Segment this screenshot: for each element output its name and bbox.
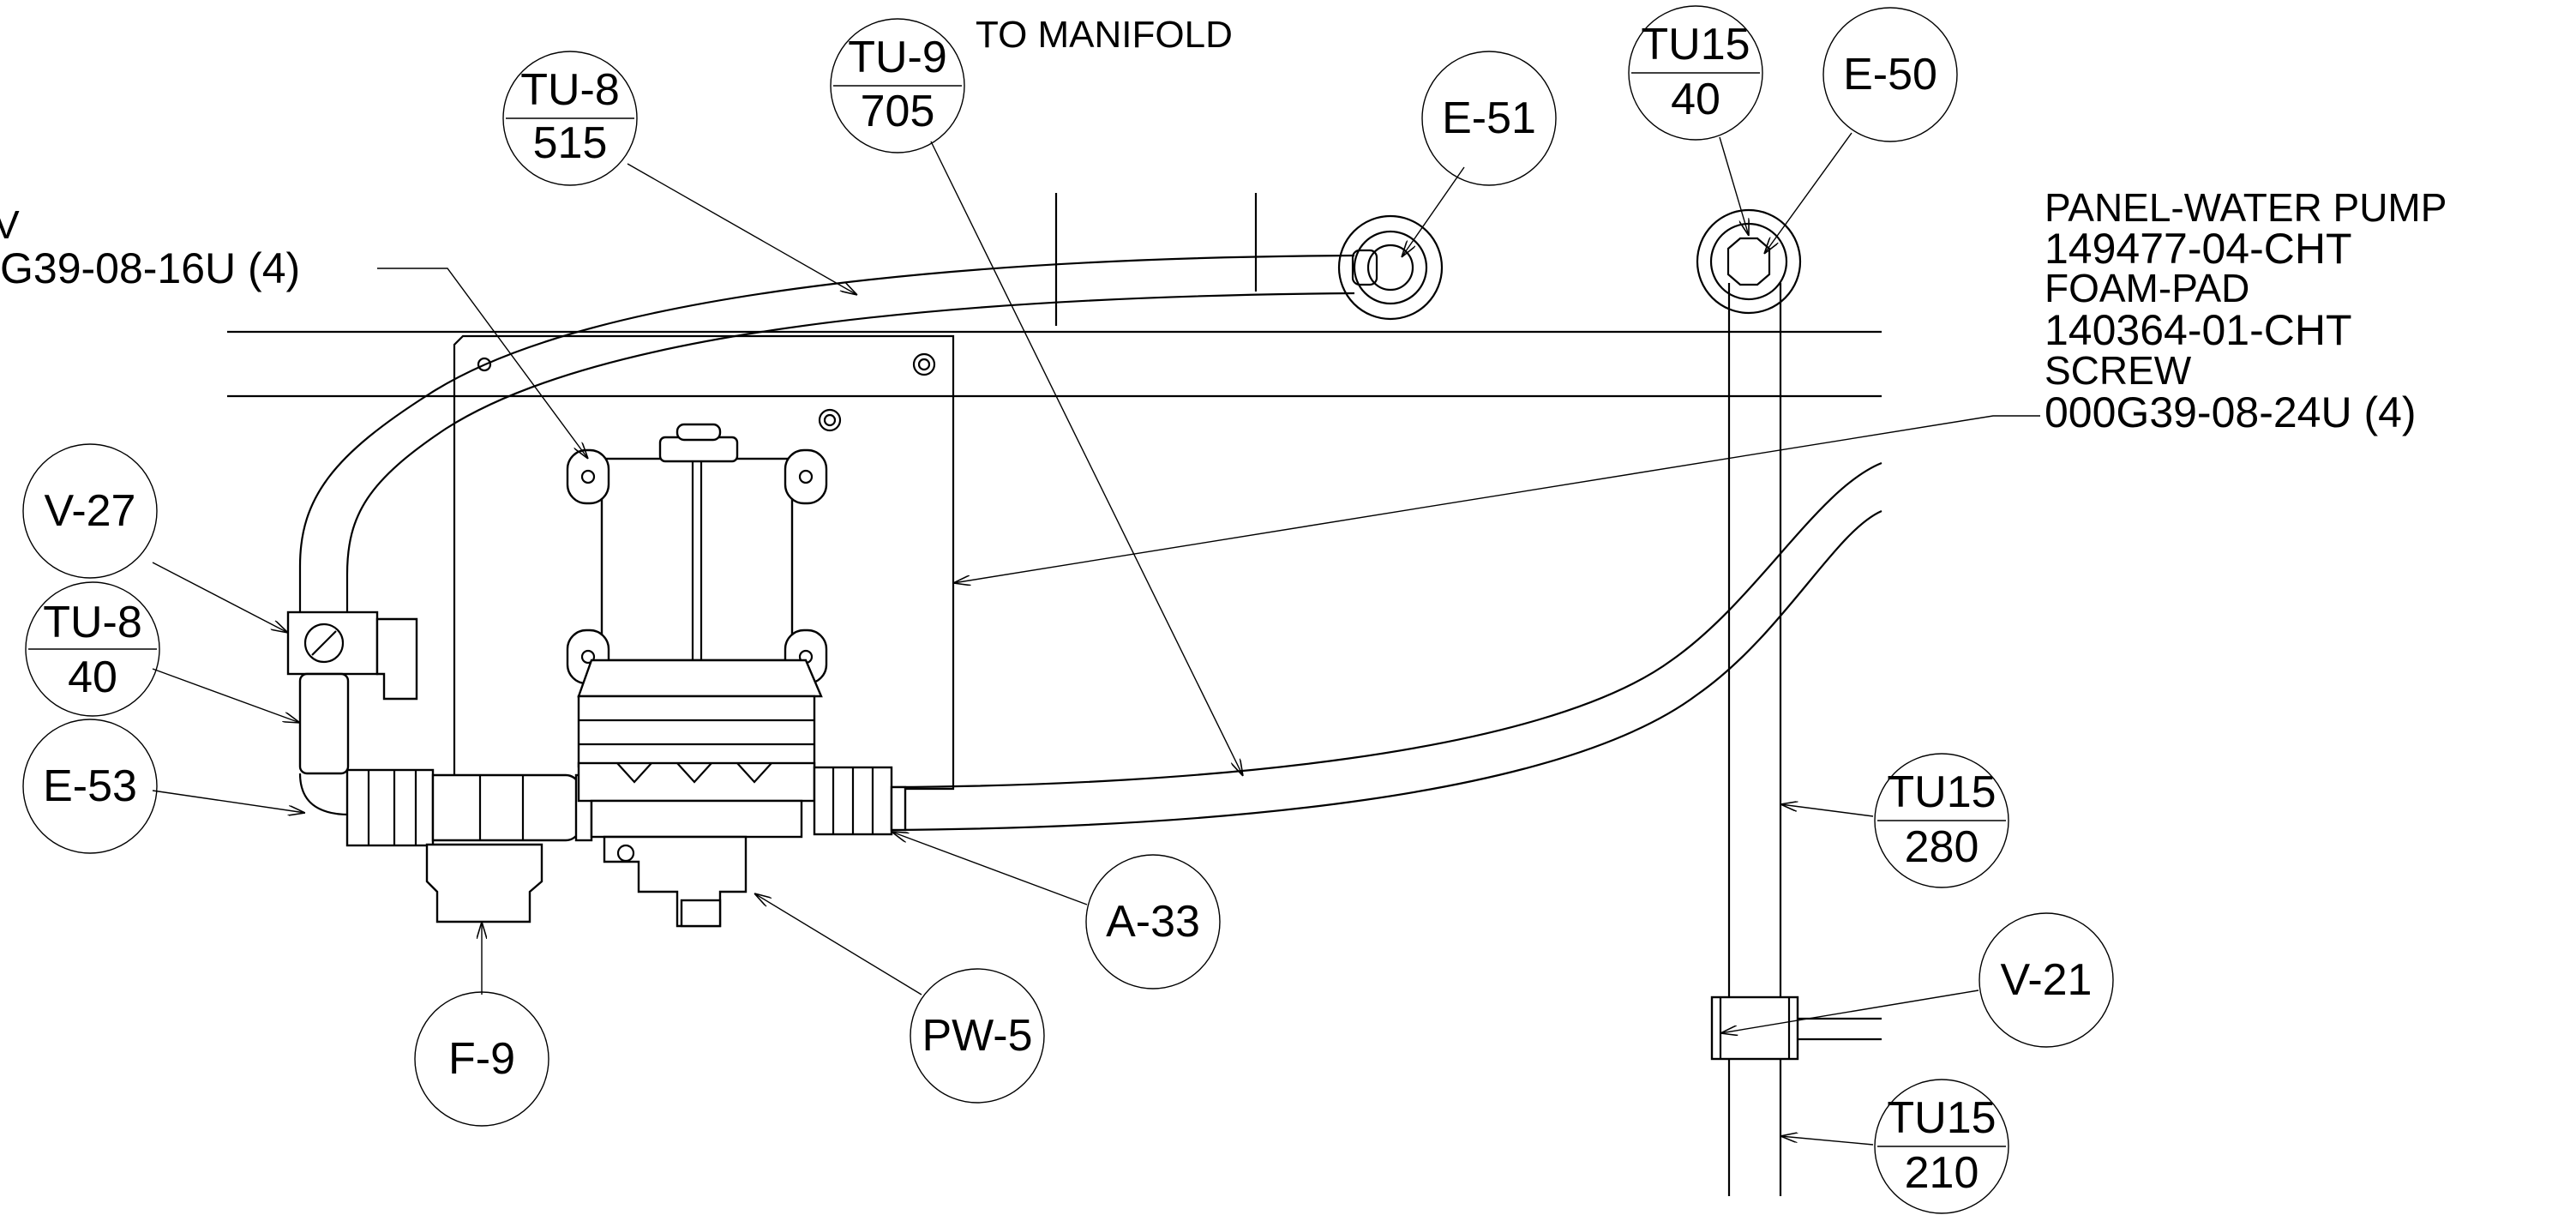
callout-pw5: PW-5 — [910, 968, 1045, 1104]
water-pump-pw5 — [566, 423, 907, 928]
callout-tu8-515-top: TU-8 — [520, 65, 620, 115]
right-note-line3: FOAM-PAD — [2045, 266, 2249, 310]
left-note-line2: G39-08-16U (4) — [0, 244, 300, 292]
callout-e51: E-51 — [1421, 51, 1557, 186]
callout-tu15-40: TU15 40 — [1628, 5, 1763, 141]
right-note-line5: SCREW — [2045, 348, 2192, 393]
left-note: V G39-08-16U (4) — [0, 202, 300, 292]
callout-tu8-515-bottom: 515 — [533, 118, 608, 168]
to-manifold-label: TO MANIFOLD — [976, 14, 1233, 56]
callout-v21: V-21 — [1979, 912, 2114, 1048]
callout-f9: F-9 — [414, 991, 549, 1127]
callout-v27-label: V-27 — [45, 486, 136, 536]
right-note-line1: PANEL-WATER PUMP — [2045, 185, 2447, 230]
callout-tu8-40-top: TU-8 — [43, 598, 142, 647]
callout-tu15-210: TU15 210 — [1874, 1079, 2009, 1214]
callout-tu15-210-top: TU15 — [1887, 1093, 1996, 1143]
valve-v27 — [286, 611, 418, 816]
callout-e51-label: E-51 — [1442, 93, 1536, 143]
callout-e53: E-53 — [22, 719, 158, 854]
callout-a33: A-33 — [1085, 854, 1221, 989]
callout-tu8-40: TU-8 40 — [25, 581, 160, 717]
right-note-line4: 140364-01-CHT — [2045, 306, 2352, 354]
callout-tu9-705: TU-9 705 — [830, 18, 965, 153]
frame-rails — [227, 193, 1882, 398]
callout-tu8-515: TU-8 515 — [502, 51, 638, 186]
callout-e53-label: E-53 — [43, 761, 137, 811]
leader-lines — [152, 132, 2040, 1146]
callout-e50-label: E-50 — [1843, 50, 1937, 99]
elbow-fitting-e51 — [1337, 214, 1444, 321]
callout-f9-label: F-9 — [448, 1034, 515, 1084]
callout-tu9-705-top: TU-9 — [848, 33, 947, 82]
right-note-line6: 000G39-08-24U (4) — [2045, 388, 2417, 436]
callout-pw5-label: PW-5 — [922, 1011, 1032, 1061]
callout-e50: E-50 — [1822, 7, 1958, 142]
callout-v21-label: V-21 — [2001, 955, 2093, 1005]
callout-tu15-280: TU15 280 — [1874, 753, 2009, 888]
strainer-f9 — [345, 768, 593, 923]
left-note-line1: V — [0, 202, 20, 247]
callout-tu15-280-top: TU15 — [1887, 767, 1996, 817]
callout-tu9-705-bottom: 705 — [861, 87, 935, 136]
tube-tu8-515 — [298, 254, 1355, 616]
callout-tu15-280-bottom: 280 — [1905, 822, 1979, 872]
callout-tu8-40-bottom: 40 — [68, 653, 117, 702]
right-note-line2: 149477-04-CHT — [2045, 225, 2352, 273]
callout-tu15-40-top: TU15 — [1641, 20, 1750, 69]
callout-tu15-210-bottom: 210 — [1905, 1148, 1979, 1198]
right-note: PANEL-WATER PUMP 149477-04-CHT FOAM-PAD … — [2045, 185, 2447, 436]
vertical-tube-tu15 — [1710, 283, 1882, 1196]
callout-v27: V-27 — [22, 443, 158, 579]
tube-tu9-705 — [891, 461, 1882, 832]
callout-a33-label: A-33 — [1106, 897, 1200, 947]
callout-tu15-40-bottom: 40 — [1671, 75, 1720, 124]
